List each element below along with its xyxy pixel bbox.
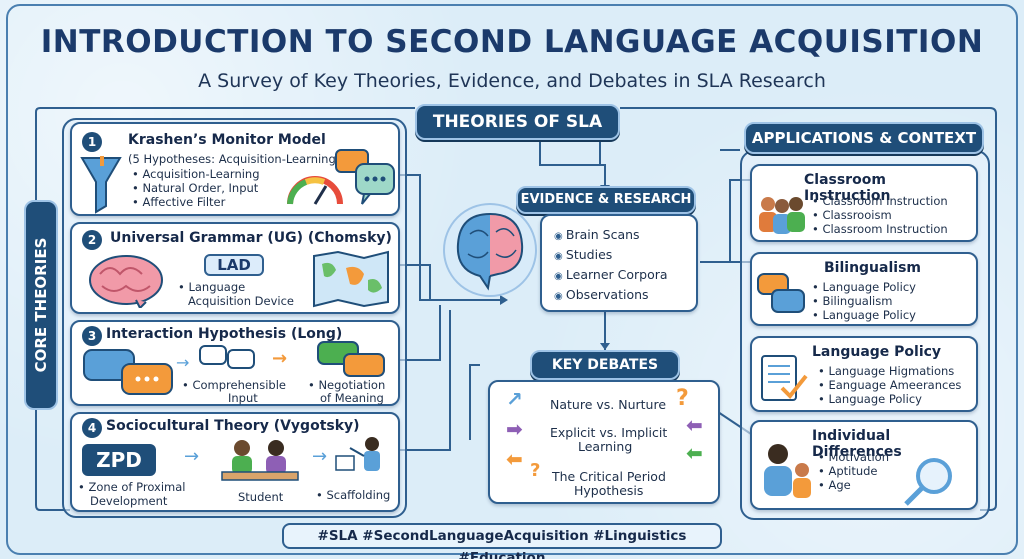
card-interaction-hypothesis: 3 Interaction Hypothesis (Long) → Compre…: [70, 320, 400, 406]
app-card-item: Eanguage Ameerances: [818, 378, 961, 392]
card-title: Sociocultural Theory (Vygotsky): [106, 418, 360, 434]
app-card-language-policy: Language Policy Language Higmations Eang…: [750, 336, 978, 412]
card-bullet: Language: [178, 280, 245, 294]
theories-of-sla-label: THEORIES OF SLA: [415, 104, 620, 140]
conversation-bubbles-icon: [83, 349, 173, 395]
app-card-item: Motivation: [818, 450, 889, 464]
card-number: 4: [82, 418, 102, 438]
card-title: Universal Grammar (UG) (Chomsky): [110, 230, 392, 246]
bilingual-bubbles-icon: [757, 273, 805, 313]
core-theories-text: CORE THEORIES: [32, 237, 50, 373]
filter-funnel-icon: [80, 156, 122, 214]
card-line: (5 Hypotheses: Acquisition-Learning: [128, 152, 336, 166]
debates-card: ↗ Nature vs. Nurture ? ➡ Explicit vs. Im…: [488, 380, 720, 504]
card-krashen: 1 Krashen’s Monitor Model (5 Hypotheses:…: [70, 122, 400, 216]
arrow-right-icon: →: [176, 353, 190, 372]
page-title: INTRODUCTION TO SECOND LANGUAGE ACQUISIT…: [40, 24, 984, 60]
key-debates-text: KEY DEBATES: [551, 357, 659, 373]
app-card-bilingualism: Bilingualism Language Policy Bilingualis…: [750, 252, 978, 326]
card-universal-grammar: 2 Universal Grammar (UG) (Chomsky) LAD L…: [70, 222, 400, 314]
group-people-icon: [759, 197, 805, 234]
card-bullet: Comprehensible: [182, 378, 286, 392]
student-teacher-icon: [221, 440, 299, 481]
card-title: Krashen’s Monitor Model: [128, 132, 326, 148]
debate-item: Explicit vs. Implicit: [550, 425, 668, 440]
applications-text: APPLICATIONS & CONTEXT: [751, 129, 977, 147]
card-number: 2: [82, 230, 102, 250]
applications-label: APPLICATIONS & CONTEXT: [744, 122, 984, 154]
app-card-item: Language Higmations: [818, 364, 954, 378]
debate-item: Hypothesis: [574, 483, 644, 498]
card-number: 1: [82, 132, 102, 152]
app-card-individual-differences: Individual Differences Motivation Aptitu…: [750, 420, 978, 510]
core-theories-label: CORE THEORIES: [24, 200, 58, 410]
app-card-item: Language Policy: [818, 392, 922, 406]
debate-item: Learning: [578, 439, 633, 454]
arrow-right-icon: ↗: [506, 387, 523, 411]
evidence-item: Brain Scans: [554, 228, 640, 244]
theories-of-sla-text: THEORIES OF SLA: [432, 112, 603, 132]
app-card-item: Language Policy: [812, 280, 916, 294]
people-icon: [764, 444, 811, 498]
arrow-right-icon: ➡: [506, 417, 523, 441]
app-card-classroom: Classroom Instruction Classroom Instruct…: [750, 164, 978, 242]
brain-icon: [443, 203, 537, 297]
negotiation-bubbles-icon: [317, 341, 385, 377]
magnifier-icon: [904, 458, 952, 506]
card-bullet: Affective Filter: [132, 195, 225, 209]
app-card-item: Classroom Instruction: [812, 194, 947, 208]
card-bullet: Natural Order, Input: [132, 181, 258, 195]
zpd-badge: ZPD: [82, 444, 156, 476]
question-icon: ?: [530, 460, 541, 481]
evidence-item: Studies: [554, 248, 612, 264]
app-card-item: Language Policy: [812, 308, 916, 322]
brain-icon: [89, 255, 163, 308]
hashtag-footer: #SLA #SecondLanguageAcquisition #Linguis…: [282, 523, 722, 559]
arrow-left-icon: ⬅: [506, 447, 523, 471]
card-line: Student: [238, 490, 284, 504]
speech-bubbles-icon: [335, 149, 395, 205]
app-card-item: Aptitude: [818, 464, 877, 478]
gauge-icon: [287, 176, 343, 205]
debate-item: Nature vs. Nurture: [550, 397, 667, 412]
card-bullet: Zone of Proximal: [78, 480, 185, 494]
chat-bubbles-icon: [199, 345, 255, 369]
app-card-item: Classrooism: [812, 208, 891, 222]
app-card-title: Language Policy: [812, 344, 942, 360]
arrow-right-icon: →: [184, 446, 200, 467]
card-bullet: Negotiation: [308, 378, 385, 392]
evidence-item: Learner Corpora: [554, 268, 668, 284]
checklist-icon: [761, 355, 808, 401]
scaffolding-teacher-icon: [335, 437, 380, 471]
arrow-left-icon: ⬅: [686, 413, 703, 437]
app-card-item: Classroom Instruction: [812, 222, 947, 236]
lad-badge: LAD: [204, 254, 264, 276]
card-line: Input: [228, 391, 258, 405]
arrow-right-icon: →: [272, 348, 288, 369]
card-title: Interaction Hypothesis (Long): [106, 326, 343, 342]
key-debates-label: KEY DEBATES: [530, 350, 680, 380]
card-number: 3: [82, 326, 102, 346]
evidence-research-label: EVIDENCE & RESEARCH: [516, 186, 696, 214]
page-subtitle: A Survey of Key Theories, Evidence, and …: [198, 70, 826, 92]
arrow-right-icon: →: [312, 446, 328, 467]
outer-frame: [6, 4, 1018, 555]
card-sociocultural-theory: 4 Sociocultural Theory (Vygotsky) ZPD Zo…: [70, 412, 400, 512]
card-bullet: Acquisition-Learning: [132, 167, 259, 181]
evidence-card: Brain Scans Studies Learner Corpora Obse…: [540, 214, 698, 312]
evidence-research-text: EVIDENCE & RESEARCH: [520, 192, 692, 207]
arrow-left-icon: ⬅: [686, 441, 703, 465]
card-line: Development: [90, 494, 168, 508]
app-card-item: Age: [818, 478, 850, 492]
card-line: of Meaning: [320, 391, 384, 405]
world-map-icon: [313, 250, 389, 308]
app-card-title: Bilingualism: [824, 260, 921, 276]
app-card-item: Bilingualism: [812, 294, 892, 308]
evidence-item: Observations: [554, 288, 649, 304]
card-bullet: Scaffolding: [316, 488, 390, 502]
card-line: Acquisition Device: [188, 294, 294, 308]
debate-item: The Critical Period: [552, 469, 666, 484]
question-icon: ?: [676, 386, 689, 411]
